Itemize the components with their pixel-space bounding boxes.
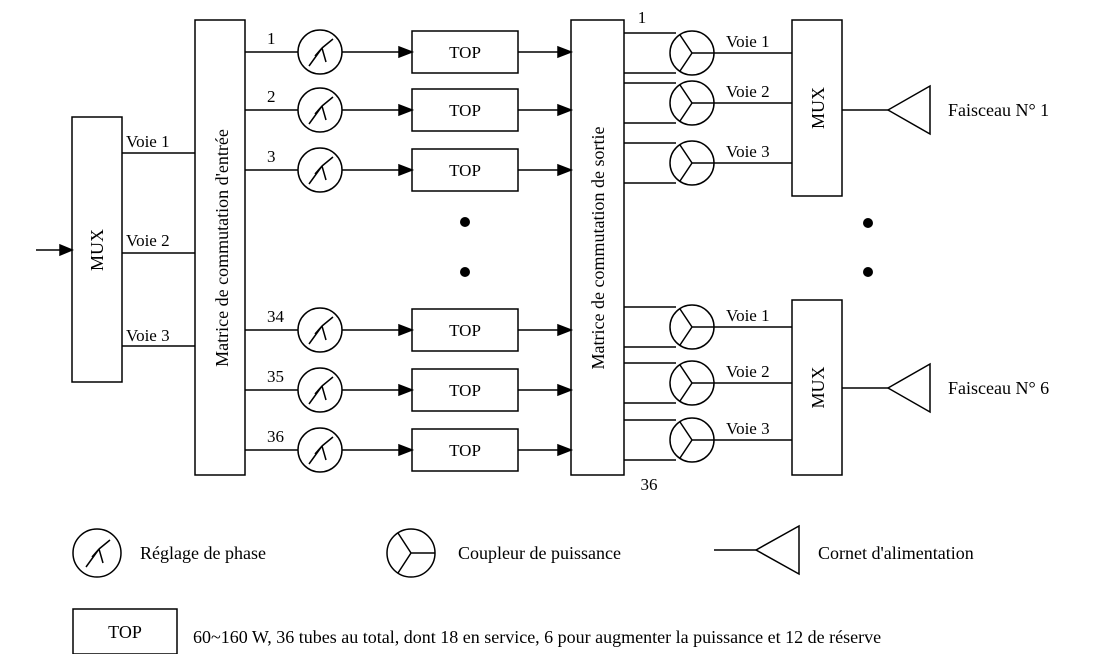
input-voie-2-label: Voie 2 — [126, 231, 170, 250]
ellipsis-dot — [863, 267, 873, 277]
input-mux-box — [71, 116, 123, 383]
top-box-label: TOP — [449, 161, 481, 180]
output-matrix-box — [570, 19, 625, 476]
beam-mux-box — [791, 19, 843, 197]
beam-mux-label: MUX — [808, 366, 828, 408]
legend-horn-icon — [754, 524, 800, 576]
coupler-glyph — [679, 144, 714, 182]
coupler-glyph — [679, 34, 714, 72]
channel-number: 35 — [267, 367, 284, 386]
arrowhead — [398, 383, 415, 397]
arrowhead — [398, 45, 415, 59]
legend-phase-label: Réglage de phase — [140, 543, 266, 563]
phase-shifter-glyph — [308, 156, 334, 185]
phase-shifter-glyph — [308, 96, 334, 125]
input-voie-1-label: Voie 1 — [126, 132, 170, 151]
beam-voie-label: Voie 1 — [726, 306, 770, 325]
ellipsis-dot — [460, 217, 470, 227]
horn-icon — [886, 362, 931, 414]
legend-phase-shifter-icon — [72, 528, 122, 578]
coupler-glyph — [679, 364, 714, 402]
phase-shifter-glyph — [308, 38, 334, 67]
arrowhead — [557, 383, 574, 397]
output-matrix-label: Matrice de commutation de sortie — [588, 127, 608, 370]
legend-coupler-glyph — [397, 532, 435, 574]
beam-voie-label: Voie 3 — [726, 419, 770, 438]
coupler-glyph — [679, 421, 714, 459]
beam-voie-label: Voie 1 — [726, 32, 770, 51]
input-matrix-label: Matrice de commutation d'entrée — [212, 129, 232, 367]
beam-mux-label: MUX — [808, 87, 828, 129]
legend-top-box-label: TOP — [108, 622, 142, 642]
channel-number: 1 — [267, 29, 276, 48]
ellipsis-dot — [863, 218, 873, 228]
beam-label: Faisceau N° 1 — [948, 100, 1049, 120]
beam-group: Voie 1 Voie 2 Voie 3 MUX Faisceau N° 6 — [624, 299, 1049, 476]
arrowhead — [557, 443, 574, 457]
coupler-glyph — [679, 308, 714, 346]
top-box-label: TOP — [449, 43, 481, 62]
beam-group: Voie 1 Voie 2 Voie 3 MUX Faisceau N° 1 — [624, 19, 1049, 197]
arrowhead — [398, 163, 415, 177]
beam-voie-label: Voie 2 — [726, 82, 770, 101]
output-index-top: 1 — [638, 8, 647, 27]
arrowhead — [398, 323, 415, 337]
channel-number: 2 — [267, 87, 276, 106]
beam-label: Faisceau N° 6 — [948, 378, 1049, 398]
legend-coupler-label: Coupleur de puissance — [458, 543, 621, 563]
ellipsis-dot — [460, 267, 470, 277]
input-mux-label: MUX — [87, 229, 107, 271]
input-matrix-box — [194, 19, 246, 476]
top-box-label: TOP — [449, 101, 481, 120]
phase-shifter-glyph — [308, 316, 334, 345]
top-box-label: TOP — [449, 441, 481, 460]
top-box-label: TOP — [449, 321, 481, 340]
channel-number: 3 — [267, 147, 276, 166]
arrowhead — [398, 103, 415, 117]
arrowhead — [557, 103, 574, 117]
phase-shifter-glyph — [308, 436, 334, 465]
beam-voie-label: Voie 2 — [726, 362, 770, 381]
arrowhead — [557, 45, 574, 59]
channel-number: 34 — [267, 307, 285, 326]
arrowhead — [557, 323, 574, 337]
horn-icon — [886, 84, 931, 136]
legend-phase-shifter-glyph — [85, 539, 111, 568]
arrowhead — [557, 163, 574, 177]
coupler-glyph — [679, 84, 714, 122]
phase-shifter-glyph — [308, 376, 334, 405]
legend: Réglage de phase Coupleur de puissance C… — [72, 524, 974, 654]
legend-horn-label: Cornet d'alimentation — [818, 543, 974, 563]
input-voie-3-label: Voie 3 — [126, 326, 170, 345]
arrowhead — [398, 443, 415, 457]
top-box-label: TOP — [449, 381, 481, 400]
input-arrowhead — [59, 243, 74, 257]
output-index-bottom: 36 — [641, 475, 658, 494]
channel-number: 36 — [267, 427, 284, 446]
beam-voie-label: Voie 3 — [726, 142, 770, 161]
legend-top-description: 60~160 W, 36 tubes au total, dont 18 en … — [193, 627, 881, 647]
legend-top-box — [72, 608, 178, 654]
